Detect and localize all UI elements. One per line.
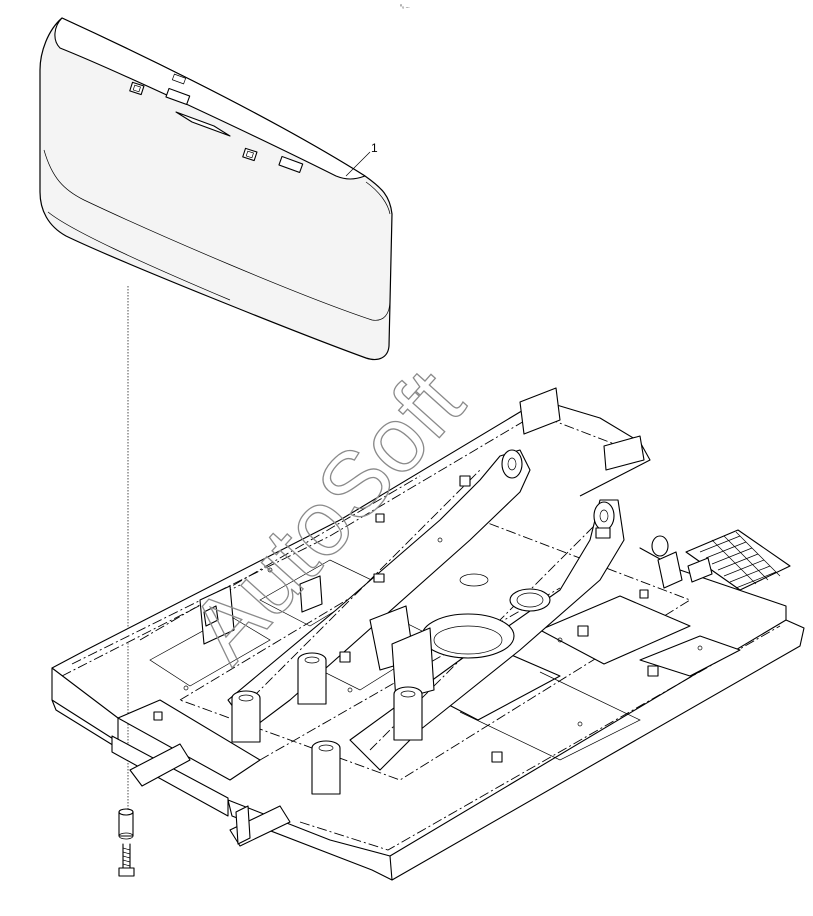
callout-leader: [345, 151, 371, 177]
lower-tie-plates: [129, 743, 291, 847]
brackets: [199, 575, 435, 701]
spacer-bushing: [118, 808, 134, 840]
right-side-components: [519, 387, 791, 591]
counterweight: [39, 17, 393, 361]
swing-bearing-ring: [421, 573, 551, 659]
small-hardware: [153, 475, 703, 763]
mount-posts: [231, 652, 423, 795]
mounting-bolt: [118, 843, 135, 877]
corner-mark: ⁰₀ ...: [400, 4, 410, 10]
callout-1-label: 1: [371, 141, 378, 155]
